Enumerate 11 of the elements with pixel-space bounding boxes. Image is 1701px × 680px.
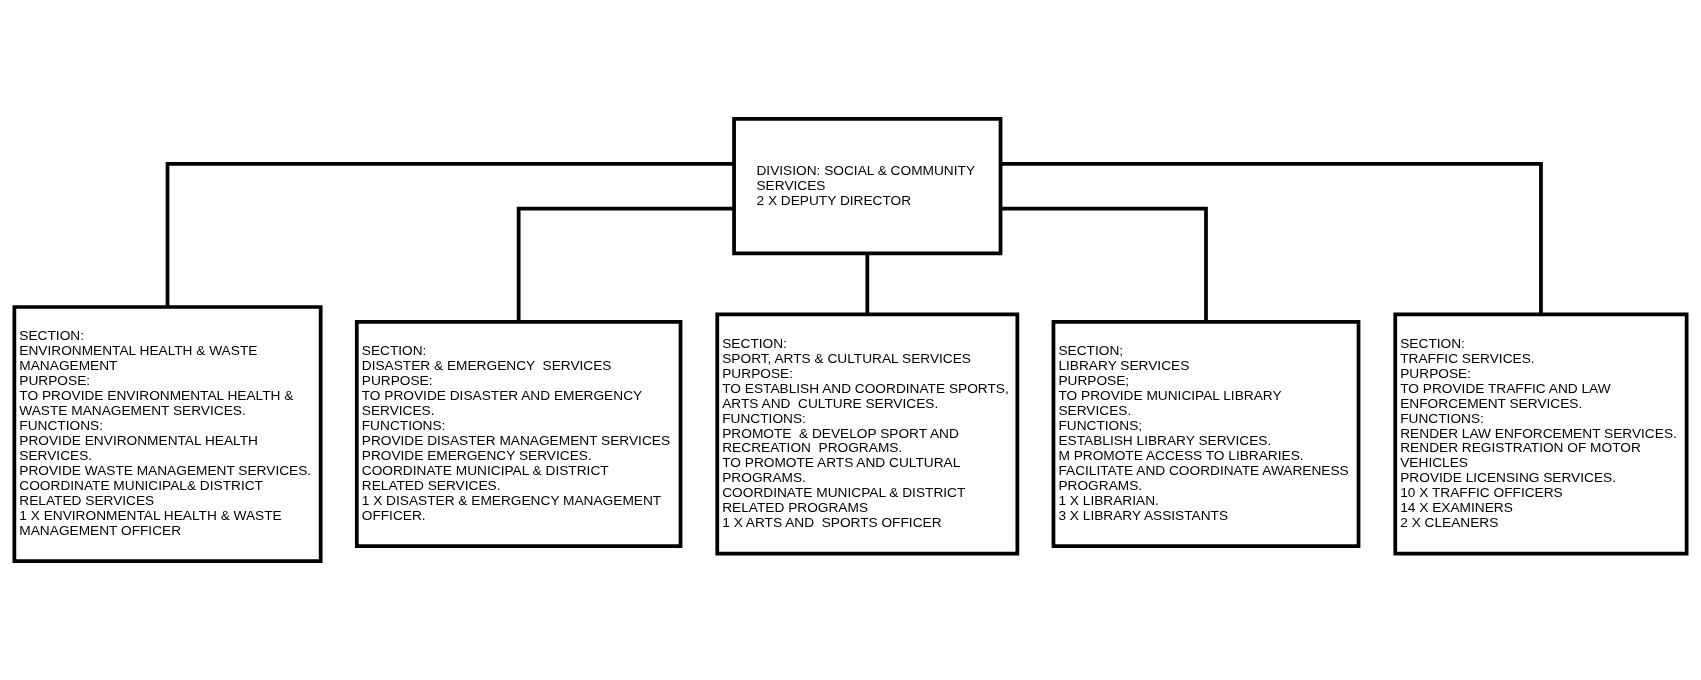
connector xyxy=(865,253,870,315)
node-box: SECTION: TRAFFIC SERVICES. PURPOSE: TO PROVIDE TRAFFIC AND LAW ENFORCEMENT SERVICES. FUNCTIONS: RENDER LAW ENFORCEMENT SERVICES. RENDER REGISTRATION OF MOTOR VEHICLES PROVIDE LICENSING SERVICES. 10 X TRAFFIC OFFICERS 14 X EXAMINERS 2 X CLEANERS xyxy=(1393,312,1689,556)
node-box: SECTION: DISASTER & EMERGENCY SERVICES PURPOSE: TO PROVIDE DISASTER AND EMERGENCY SERVICES. FUNCTIONS: PROVIDE DISASTER MANAGEMENT SERVICES PROVIDE EMERGENCY SERVICES. COORDINATE MUNICIPAL & DISTRICT RELATED SERVICES. 1 X DISASTER & EMERGENCY MANAGEMENT OFFICER. xyxy=(354,320,683,548)
connector xyxy=(1000,161,1543,315)
node-box: SECTION; LIBRARY SERVICES PURPOSE; TO PROVIDE MUNICIPAL LIBRARY SERVICES. FUNCTIONS; ESTABLISH LIBRARY SERVICES. M PROMOTE ACCESS TO LIBRARIES. FACILITATE AND COORDINATE AWARENESS PROGRAMS. 1 X LIBRARIAN. 3 X LIBRARY ASSISTANTS xyxy=(1051,320,1361,548)
node-box: DIVISION: SOCIAL & COMMUNITY SERVICES 2 X DEPUTY DIRECTOR xyxy=(732,117,1003,256)
connector xyxy=(516,206,734,322)
connector xyxy=(165,161,735,307)
node-box: SECTION: ENVIRONMENTAL HEALTH & WASTE MANAGEMENT PURPOSE: TO PROVIDE ENVIRONMENTAL HEALTH & WASTE MANAGEMENT SERVICES. FUNCTIONS: PROVIDE ENVIRONMENTAL HEALTH SERVICES. PROVIDE WASTE MANAGEMENT SERVICES. COORDINATE MUNICIPAL& DISTRICT RELATED SERVICES 1 X ENVIRONMENTAL HEALTH & WASTE MANAGEMENT OFFICER xyxy=(12,305,323,563)
node-box: SECTION: SPORT, ARTS & CULTURAL SERVICES PURPOSE: TO ESTABLISH AND COORDINATE SPORTS, ARTS AND CULTURE SERVICES. FUNCTIONS: PROMOTE & DEVELOP SPORT AND RECREATION PROGRAMS. TO PROMOTE ARTS AND CULTURAL PROGRAMS. COORDINATE MUNICPAL & DISTRICT RELATED PROGRAMS 1 X ARTS AND SPORTS OFFICER xyxy=(715,312,1020,556)
connector xyxy=(1000,206,1208,322)
